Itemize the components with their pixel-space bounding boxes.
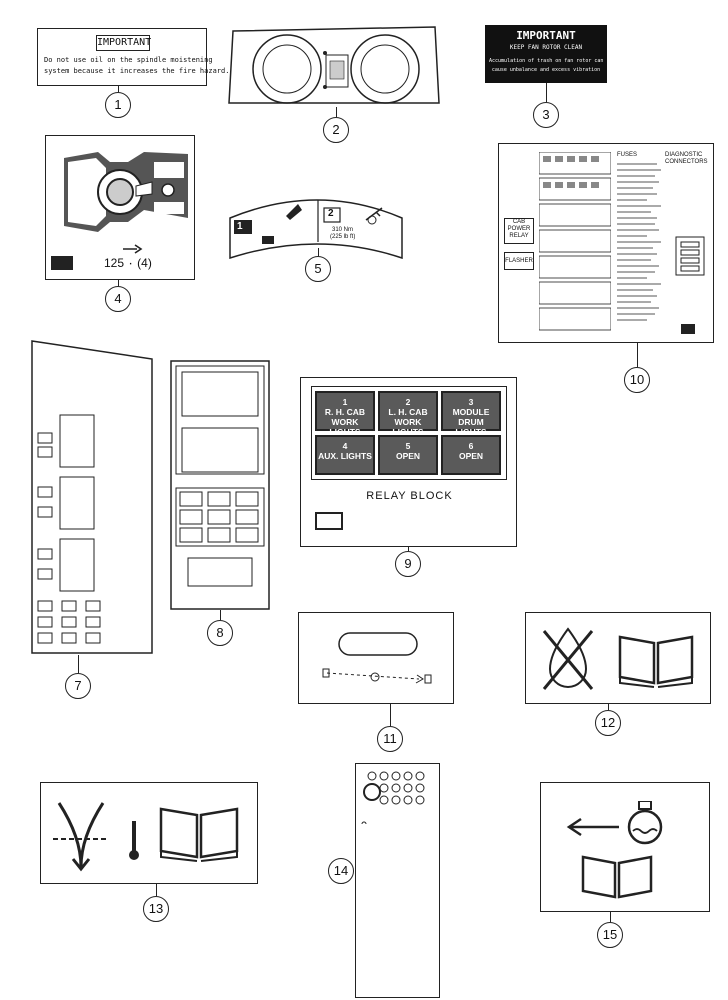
book-icon [51, 256, 73, 270]
callout-14: 14 [328, 858, 354, 884]
fuse-grid [539, 152, 611, 331]
callout-13: 13 [143, 896, 169, 922]
leader-line [118, 280, 119, 286]
callout-4: 4 [105, 286, 131, 312]
relay-cell-number: 2 [405, 397, 411, 407]
relay-cell-label: L. H. CAB [388, 407, 428, 417]
relay-cell-label: R. H. CAB [324, 407, 366, 417]
relay-cell-label: OPEN [395, 451, 421, 461]
decal-4-torque-reading: 125 ٠ (4) [104, 256, 152, 270]
fuse-list-lines [617, 163, 661, 321]
relay-cell-3: 3 MODULE DRUM LIGHTS [441, 391, 501, 437]
oil-reservoir-icon [627, 801, 663, 845]
arrow-left-icon [566, 817, 619, 837]
callout-12: 12 [595, 710, 621, 736]
decal-5-step-1: 1 [237, 221, 243, 232]
relay-cell-1: 1 R. H. CAB WORK LIGHTS [315, 391, 375, 437]
decal-7-control-panel [30, 335, 155, 655]
decal-12-no-oil [525, 612, 711, 704]
down-arrow-icon [53, 802, 109, 872]
relay-cell-label: DRUM LIGHTS [455, 417, 487, 437]
decal-9-title: RELAY BLOCK [366, 490, 453, 502]
relay-cell-number: 6 [468, 441, 474, 451]
relay-cell-label: AUX. LIGHTS [318, 451, 372, 461]
callout-10: 10 [624, 367, 650, 393]
callout-15: 15 [597, 922, 623, 948]
decal-1-line-2: system because it increases the fire haz… [44, 67, 230, 75]
leader-line [318, 248, 319, 256]
decal-8-control-panel [170, 360, 270, 610]
decal-14-keypad-panel [355, 763, 440, 998]
relay-cell-label: MODULE [452, 407, 490, 417]
leader-line [390, 704, 391, 726]
book-icon [618, 635, 694, 688]
relay-grid: 1 R. H. CAB WORK LIGHTS 2 L. H. CAB WORK… [311, 386, 507, 480]
leader-line [608, 704, 609, 710]
decal-3-heading: IMPORTANT [516, 29, 576, 42]
decal-1-line-1: Do not use oil on the spindle moistening [44, 56, 213, 64]
decal-5-spec-2: (225 lb ft) [330, 234, 356, 240]
relay-cell-label: WORK LIGHTS [329, 417, 361, 437]
relay-cell-number: 4 [342, 441, 348, 451]
callout-1: 1 [105, 92, 131, 118]
relay-cell-number: 1 [342, 397, 348, 407]
decal-5-spec-1: 310 Nm [332, 227, 354, 233]
relay-cell-4: 4 AUX. LIGHTS [315, 435, 375, 475]
decal-3-line-2: cause unbalance and excess vibration [491, 67, 601, 73]
relay-cell-2: 2 L. H. CAB WORK LIGHTS [378, 391, 438, 437]
book-icon [581, 855, 653, 899]
leader-line [336, 107, 337, 117]
decal-10-fuse-chart: CAB POWER RELAY FLASHER FUSES DIAGNO [498, 143, 714, 343]
callout-3: 3 [533, 102, 559, 128]
decal-3-subheading: KEEP FAN ROTOR CLEAN [509, 44, 583, 51]
callout-11: 11 [377, 726, 403, 752]
leader-line [156, 884, 157, 896]
callout-5: 5 [305, 256, 331, 282]
callout-9: 9 [395, 551, 421, 577]
decal-5-torque-sequence: 1 2 310 Nm (225 lb ft) [226, 190, 406, 260]
leader-line [220, 610, 221, 620]
decal-5-step-2: 2 [328, 208, 334, 219]
relay-cell-5: 5 OPEN [378, 435, 438, 475]
no-oil-drop-icon [542, 627, 594, 690]
decal-1-fire-hazard-warning: IMPORTANT Do not use oil on the spindle … [37, 28, 229, 86]
cab-power-relay-label: CAB POWER RELAY [507, 219, 531, 239]
relay-cell-number: 5 [405, 441, 411, 451]
relay-cell-number: 3 [468, 397, 474, 407]
relay-cell-6: 6 OPEN [441, 435, 501, 475]
book-icon [681, 324, 695, 334]
decal-15-oil-level [540, 782, 710, 912]
thermometer-icon [129, 821, 139, 860]
decal-4-wheel-torque: 125 ٠ (4) [45, 135, 195, 280]
fuses-heading: FUSES [617, 152, 638, 158]
leader-line [546, 83, 547, 102]
flasher-label: FLASHER [505, 258, 533, 264]
callout-2: 2 [323, 117, 349, 143]
book-icon [315, 512, 343, 530]
callout-7: 7 [65, 673, 91, 699]
diagnostic-heading: DIAGNOSTIC CONNECTORS [665, 152, 708, 165]
decal-3-fan-rotor-warning: IMPORTANT KEEP FAN ROTOR CLEAN Accumulat… [485, 25, 607, 83]
wheel-hub-illustration [64, 152, 188, 232]
book-icon [159, 807, 239, 862]
flasher-box: FLASHER [504, 252, 534, 270]
wrench-icon [123, 244, 143, 254]
decal-11-slider [298, 612, 454, 704]
decal-9-relay-block: 1 R. H. CAB WORK LIGHTS 2 L. H. CAB WORK… [300, 377, 517, 547]
leader-line [637, 343, 638, 367]
relay-cell-label: OPEN [458, 451, 484, 461]
decal-13-coolant [40, 782, 258, 884]
decal-1-heading: IMPORTANT [96, 35, 151, 51]
leader-line [78, 655, 79, 673]
leader-line [610, 912, 611, 922]
callout-8: 8 [207, 620, 233, 646]
diagnostic-connector-diagram [675, 236, 705, 276]
decal-3-line-1: Accumulation of trash on fan rotor can [489, 58, 604, 64]
decal-2-gauge-bezel [225, 25, 443, 107]
cab-power-relay-box: CAB POWER RELAY [504, 218, 534, 244]
leader-line [118, 86, 119, 92]
leader-line [408, 547, 409, 551]
relay-cell-label: WORK LIGHTS [392, 417, 424, 437]
